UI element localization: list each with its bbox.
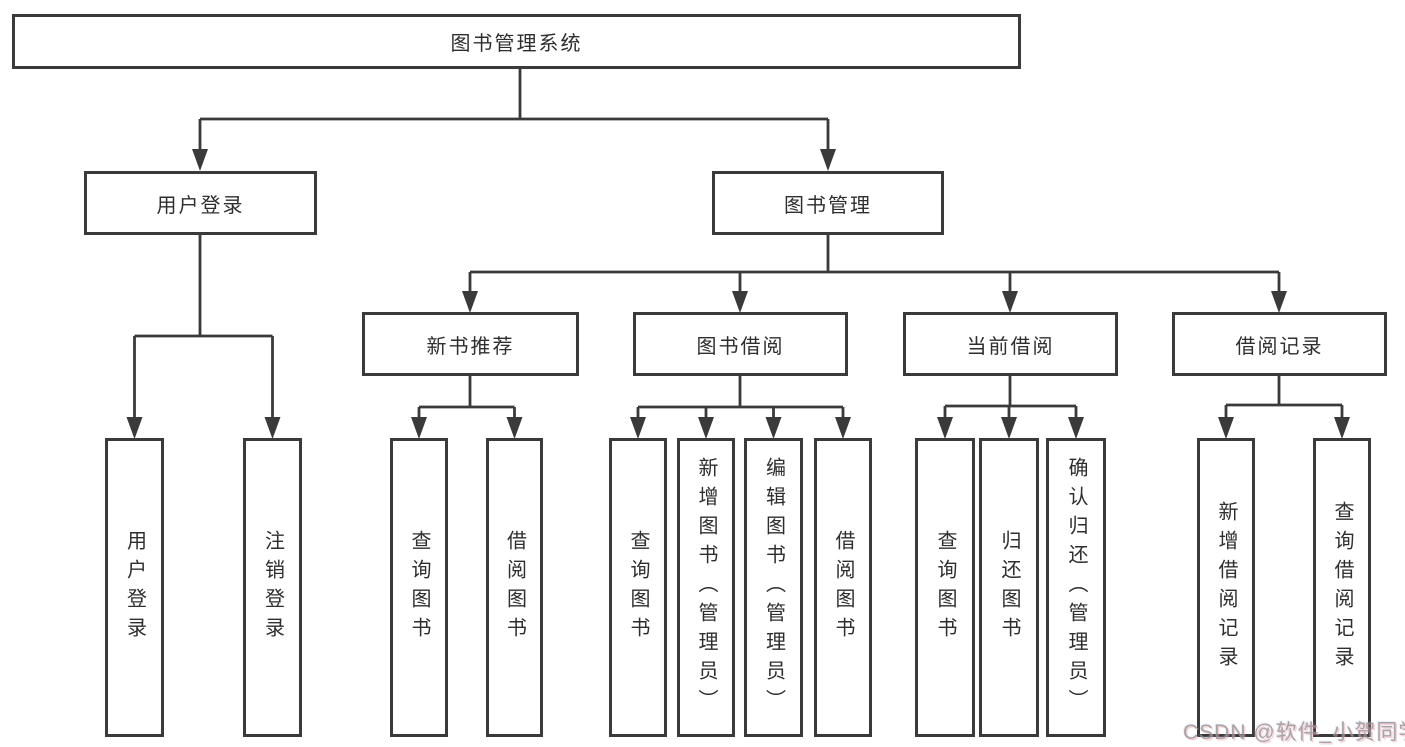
node-borrow-records-label: 借阅记录 [1235, 335, 1324, 358]
leaf-borrow-books-label: 借阅图书 [832, 529, 854, 646]
leaf-edit-books-admin: 编辑图书（管理员） [744, 438, 803, 737]
leaf-borrow-books: 借阅图书 [814, 438, 872, 737]
node-current-borrow: 当前借阅 [903, 312, 1118, 376]
leaf-query-borrow-record: 查询借阅记录 [1313, 438, 1371, 737]
csdn-watermark: CSDN @软件_小贺同学 [1183, 721, 1405, 744]
node-borrow-records: 借阅记录 [1172, 312, 1387, 376]
leaf-query-books-borrow: 查询图书 [609, 438, 667, 737]
leaf-borrow-books-recommend: 借阅图书 [486, 438, 543, 737]
leaf-query-books-recommend: 查询图书 [390, 438, 448, 737]
leaf-query-books-current: 查询图书 [915, 438, 975, 737]
leaf-return-books: 归还图书 [979, 438, 1039, 737]
node-current-borrow-label: 当前借阅 [966, 335, 1055, 358]
node-user-login-label: 用户登录 [156, 194, 245, 217]
leaf-add-books-admin: 新增图书（管理员） [677, 438, 735, 737]
leaf-add-books-admin-label: 新增图书（管理员） [695, 457, 717, 718]
node-book-borrow: 图书借阅 [633, 312, 848, 376]
node-book-management-label: 图书管理 [784, 194, 872, 217]
node-root-library-system: 图书管理系统 [12, 14, 1021, 69]
leaf-user-login: 用户登录 [105, 438, 164, 737]
leaf-logout-login: 注销登录 [243, 438, 302, 737]
leaf-add-borrow-record: 新增借阅记录 [1197, 438, 1255, 737]
leaf-query-books-recommend-label: 查询图书 [408, 529, 430, 646]
node-new-book-recommend: 新书推荐 [362, 312, 579, 376]
leaf-query-books-current-label: 查询图书 [934, 529, 956, 646]
leaf-user-login-label: 用户登录 [123, 529, 146, 646]
leaf-confirm-return-admin: 确认归还（管理员） [1046, 438, 1106, 737]
leaf-logout-login-label: 注销登录 [261, 529, 284, 646]
leaf-edit-books-admin-label: 编辑图书（管理员） [762, 457, 785, 718]
leaf-confirm-return-admin-label: 确认归还（管理员） [1065, 457, 1087, 718]
arrowheads [126, 149, 1350, 439]
node-new-book-recommend-label: 新书推荐 [426, 335, 515, 358]
leaf-borrow-books-recommend-label: 借阅图书 [503, 529, 526, 646]
leaf-add-borrow-record-label: 新增借阅记录 [1215, 500, 1237, 675]
leaf-query-books-borrow-label: 查询图书 [627, 529, 649, 646]
leaf-return-books-label: 归还图书 [998, 529, 1020, 646]
leaf-query-borrow-record-label: 查询借阅记录 [1331, 500, 1353, 675]
node-root-label: 图书管理系统 [450, 33, 583, 55]
node-book-management: 图书管理 [712, 171, 944, 235]
node-book-borrow-label: 图书借阅 [696, 335, 785, 358]
node-user-login: 用户登录 [84, 171, 317, 235]
